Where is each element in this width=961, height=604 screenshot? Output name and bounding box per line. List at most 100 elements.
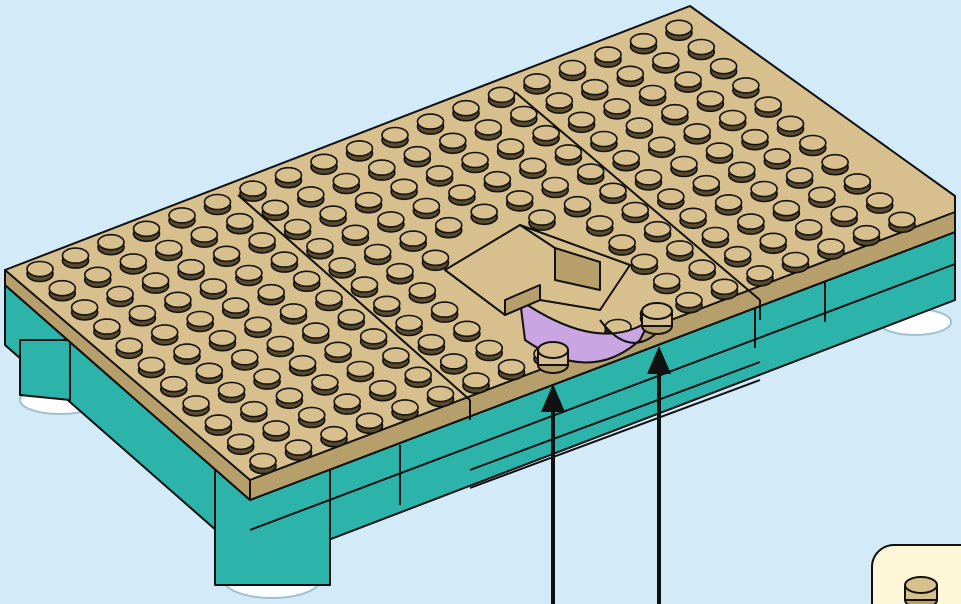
stud — [773, 201, 799, 221]
stud — [418, 335, 444, 355]
stud — [316, 291, 342, 311]
stud — [649, 137, 675, 157]
stud — [156, 241, 182, 261]
stud — [676, 293, 702, 313]
stud — [161, 377, 187, 397]
stud — [258, 285, 284, 305]
stud — [391, 179, 417, 199]
stud — [85, 267, 111, 287]
stud — [742, 130, 768, 150]
stud — [831, 207, 857, 227]
stud — [374, 296, 400, 316]
stud — [507, 191, 533, 211]
stud — [595, 47, 621, 67]
stud — [760, 233, 786, 253]
stud — [178, 260, 204, 280]
stud — [369, 160, 395, 180]
stud — [591, 132, 617, 152]
stud — [98, 235, 124, 255]
stud — [654, 274, 680, 294]
stud — [697, 91, 723, 111]
stud — [555, 145, 581, 165]
stud — [281, 304, 307, 324]
stud — [560, 61, 586, 81]
stud — [338, 310, 364, 330]
stud — [413, 199, 439, 219]
stud — [334, 394, 360, 414]
stud — [400, 231, 426, 251]
stud — [320, 206, 346, 226]
stud — [463, 373, 489, 393]
stud — [250, 454, 276, 474]
stud — [129, 306, 155, 326]
stud — [418, 114, 444, 134]
stud — [205, 415, 231, 435]
stud — [370, 381, 396, 401]
stud — [187, 312, 213, 332]
stud — [747, 266, 773, 286]
stud — [693, 176, 719, 196]
stud — [569, 112, 595, 132]
stud — [263, 421, 289, 441]
stud — [844, 174, 870, 194]
stud — [432, 302, 458, 322]
stud — [342, 225, 368, 245]
stud — [116, 338, 142, 358]
stud — [307, 239, 333, 259]
stud — [645, 222, 671, 242]
stud — [27, 262, 53, 282]
stud — [200, 279, 226, 299]
stud — [565, 197, 591, 217]
stud — [604, 99, 630, 119]
stud — [640, 86, 666, 106]
stud — [578, 164, 604, 184]
stud — [582, 80, 608, 100]
stud — [476, 341, 502, 361]
stud — [712, 279, 738, 299]
stud — [475, 120, 501, 140]
stud — [631, 34, 657, 54]
stud — [169, 208, 195, 228]
stud — [196, 363, 222, 383]
stud — [520, 158, 546, 178]
stud — [733, 78, 759, 98]
stud — [720, 111, 746, 131]
stud — [440, 133, 466, 153]
stud — [72, 300, 98, 320]
stud — [684, 124, 710, 144]
stud — [667, 241, 693, 261]
stud — [347, 141, 373, 161]
stud — [396, 316, 422, 336]
stud — [454, 321, 480, 341]
stud — [383, 348, 409, 368]
stud — [542, 178, 568, 198]
stud — [232, 350, 258, 370]
stud — [436, 218, 462, 238]
stud — [357, 413, 383, 433]
stud — [361, 329, 387, 349]
stud — [329, 258, 355, 278]
stud — [236, 266, 262, 286]
stud — [778, 116, 804, 136]
stud — [680, 208, 706, 228]
stud — [499, 360, 525, 380]
stud — [311, 154, 337, 174]
stud — [152, 325, 178, 345]
stud — [382, 128, 408, 148]
stud — [822, 155, 848, 175]
stud — [219, 383, 245, 403]
stud — [617, 66, 643, 86]
stud — [321, 427, 347, 447]
stud — [214, 246, 240, 266]
stud — [533, 126, 559, 146]
stud — [267, 337, 293, 357]
stud — [666, 20, 692, 40]
stud — [298, 187, 324, 207]
stud — [867, 193, 893, 213]
stud — [294, 271, 320, 291]
stud — [613, 151, 639, 171]
base-leg-left — [20, 340, 70, 400]
stud — [529, 210, 555, 230]
